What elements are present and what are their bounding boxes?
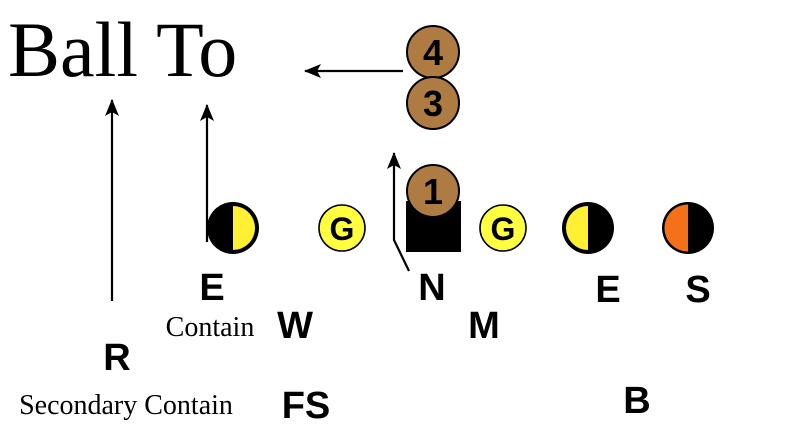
tight-end-right: [662, 202, 714, 254]
tackle-left: [207, 202, 259, 254]
guard-left: G: [318, 204, 366, 252]
guard-right-circle: [479, 204, 527, 252]
label-mike: M: [468, 305, 500, 347]
diagram-title: Ball To: [8, 6, 237, 93]
guard-right: G: [479, 204, 527, 252]
label-end-left: E: [199, 267, 224, 309]
label-strong-safety: S: [685, 269, 710, 311]
label-buck: B: [623, 380, 650, 422]
label-nose: N: [418, 267, 445, 309]
tackle-right: [562, 202, 614, 254]
back-1-circle: [406, 164, 460, 218]
guard-left-circle: [318, 204, 366, 252]
note-contain: Contain: [166, 312, 255, 343]
back-4-number: 4: [423, 32, 443, 73]
back-3-circle: [406, 76, 460, 130]
label-free-safety: FS: [282, 385, 331, 427]
label-end-right: E: [595, 269, 620, 311]
label-will: W: [277, 305, 313, 347]
nose-upfield-arrow: [387, 152, 410, 272]
guard-right-letter: G: [491, 211, 516, 247]
back-3-number: 3: [423, 83, 443, 124]
back-4: 4: [406, 25, 460, 79]
back-1-number: 1: [423, 171, 443, 212]
guard-left-letter: G: [330, 211, 355, 247]
label-rush: R: [103, 337, 130, 379]
back-3: 3: [406, 76, 460, 130]
tackle-left-half: [233, 206, 255, 250]
note-secondary-contain: Secondary Contain: [19, 390, 233, 421]
tackle-right-half: [566, 206, 588, 250]
back-1: 1: [406, 164, 460, 218]
tight-end-half: [664, 204, 688, 252]
